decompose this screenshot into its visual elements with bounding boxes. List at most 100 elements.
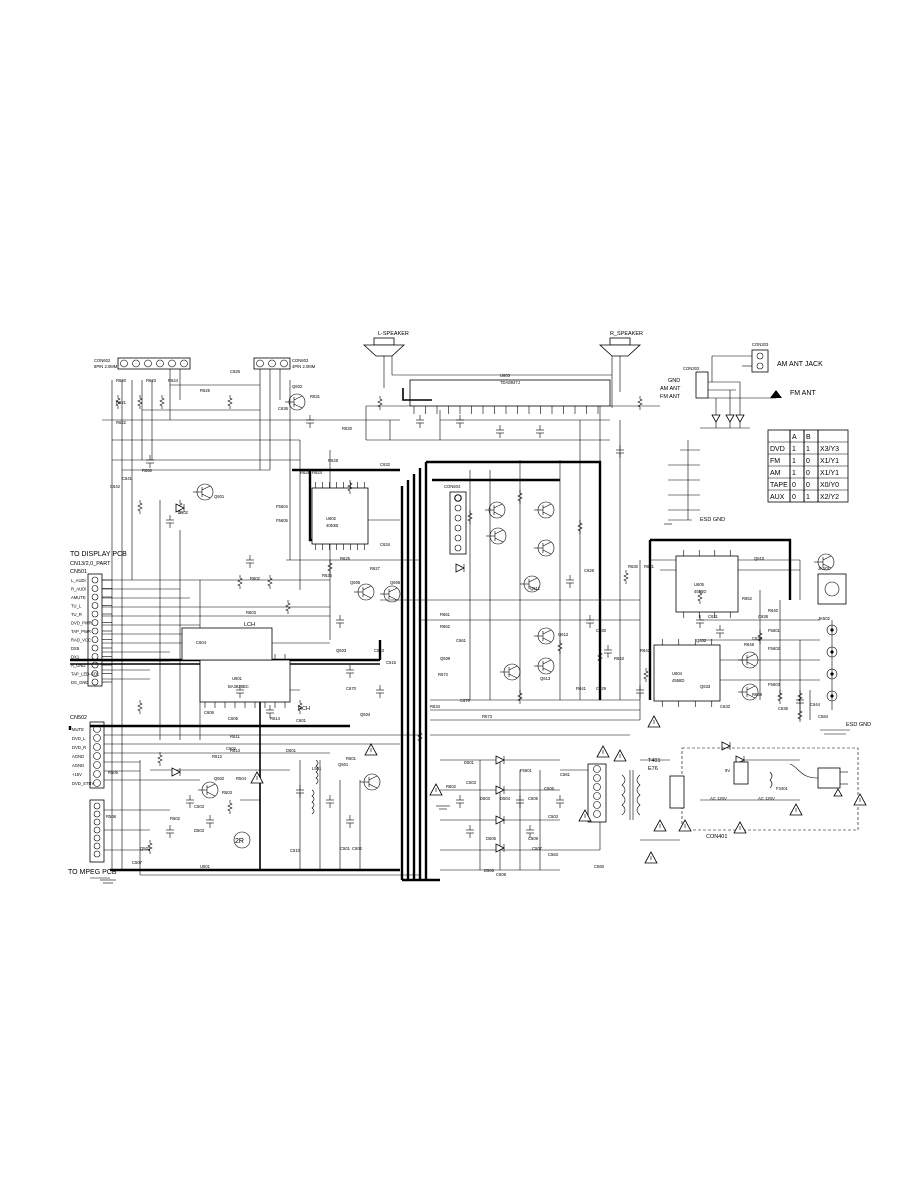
resistor-symbol <box>467 510 473 524</box>
resistor-symbol <box>137 700 143 714</box>
truth-table-cell: X3/Y3 <box>820 446 839 453</box>
component-ref-label: R625 <box>200 388 211 393</box>
resistor-symbol <box>267 575 273 589</box>
component-ref-label: Q632 <box>696 638 707 643</box>
component-ref-label: C510 <box>290 848 301 853</box>
component-ref-label: Q633 <box>700 684 711 689</box>
component-ref-label: D501 <box>464 760 475 765</box>
component-ref-label: C632 <box>380 462 391 467</box>
component-ref-label: C502 <box>352 846 363 851</box>
svg-text:CON303: CON303 <box>752 342 769 347</box>
mpeg-connector-pin-label: DVD_L <box>72 736 86 741</box>
resistor-symbol <box>517 490 523 504</box>
inductor-symbol <box>311 789 315 815</box>
component-ref-label: U501 <box>200 864 211 869</box>
component-ref-label: C584 <box>818 714 829 719</box>
resistor-symbol <box>347 480 353 494</box>
resistor-symbol <box>777 690 783 704</box>
truth-table-cell: X1/Y1 <box>820 470 839 477</box>
display-connector-pin-label: L_AUDI <box>71 578 86 583</box>
component-ref-label: Q501 <box>338 762 349 767</box>
svg-text:AC 120V: AC 120V <box>758 796 775 801</box>
component-ref-label: C641 <box>122 476 133 481</box>
truth-table-cell: DVD <box>770 446 785 453</box>
component-ref-label: Q613 <box>540 676 551 681</box>
component-ref-label: R673 <box>482 714 493 719</box>
display-connector-pin-label: TU_L <box>71 604 82 609</box>
component-ref-label: C509 <box>528 836 539 841</box>
component-ref-label: R603 <box>246 610 257 615</box>
esd-gnd-label-top: ESD GND <box>700 517 725 523</box>
diode-symbol <box>495 755 505 765</box>
diode-symbol <box>721 741 731 751</box>
svg-text:U601: U601 <box>232 676 243 681</box>
truth-table-cell: 1 <box>806 446 810 453</box>
svg-text:U603: U603 <box>500 373 511 378</box>
component-ref-label: C507 <box>532 846 543 851</box>
component-ref-label: R672 <box>438 672 449 677</box>
component-ref-label: C626 <box>230 369 241 374</box>
diode-symbol <box>495 785 505 795</box>
component-ref-label: Q602 <box>292 384 303 389</box>
svg-text:CN13/2,0_PART: CN13/2,0_PART <box>70 561 111 567</box>
component-ref-label: R631 <box>644 564 655 569</box>
component-ref-label: F5605 <box>276 518 289 523</box>
ic-2r-marker: 2R <box>233 831 251 849</box>
component-ref-label: C560 <box>594 864 605 869</box>
antenna-connector: CON302 GND AM ANT FM ANT FM ANT <box>660 366 816 429</box>
resistor-symbol <box>297 700 303 714</box>
component-ref-label: R628 <box>328 458 339 463</box>
component-ref-label: R625 <box>340 556 351 561</box>
component-ref-label: D602 <box>178 510 189 515</box>
svg-text:U604: U604 <box>672 671 683 676</box>
fm-ant-label: FM ANT <box>790 390 816 397</box>
component-ref-label: C642 <box>110 484 121 489</box>
component-ref-label: C633 <box>720 704 731 709</box>
component-ref-label: L501 <box>312 766 322 771</box>
mpeg-connector-pin-label: AGND <box>72 763 84 768</box>
resistor-symbol <box>227 395 233 409</box>
display-connector-pin-label: DS5 <box>71 646 80 651</box>
component-ref-label: R611 <box>230 734 240 739</box>
right-speaker-label: R_SPEAKER <box>610 331 643 337</box>
resistor-symbol <box>643 668 649 682</box>
truth-table-cell: 0 <box>792 482 796 489</box>
display-connector-pin-label: DS_GND <box>71 680 88 685</box>
component-ref-label: C615 <box>386 660 397 665</box>
svg-text:CN501: CN501 <box>70 569 87 575</box>
resistor-symbol <box>327 560 333 574</box>
resistor-symbol <box>147 840 153 854</box>
component-ref-label: C661 <box>456 638 467 643</box>
component-ref-label: F5601 <box>520 768 533 773</box>
svg-text:AM ANT: AM ANT <box>660 386 681 392</box>
svg-text:2R: 2R <box>235 838 244 845</box>
resistor-symbol <box>597 650 603 664</box>
component-ref-label: C631 <box>708 614 719 619</box>
component-ref-label: C605 <box>228 716 239 721</box>
resistor-symbol <box>517 690 523 704</box>
component-ref-label: D506 <box>484 868 495 873</box>
svg-text:E76: E76 <box>648 766 658 772</box>
component-ref-label: C670 <box>460 698 471 703</box>
component-ref-label: R641 <box>576 686 587 691</box>
truth-table-cell: TAPE <box>770 482 788 489</box>
svg-text:4053B: 4053B <box>326 523 338 528</box>
component-ref-label: R602 <box>250 576 261 581</box>
component-ref-label: D503 <box>480 796 491 801</box>
resistor-symbol <box>697 590 703 604</box>
svg-text:U602: U602 <box>326 516 337 521</box>
am-jack-label: AM ANT JACK <box>777 361 823 368</box>
component-ref-label: R624 <box>312 470 323 475</box>
component-ref-label: C503 <box>466 780 477 785</box>
ac-input-section: CON401 9V AC 120V AC 120V F3401 <box>669 747 859 840</box>
component-ref-label: R627 <box>370 566 381 571</box>
warning-triangles <box>250 715 867 864</box>
passive-components <box>115 395 804 854</box>
component-ref-label: C634 <box>752 636 763 641</box>
component-ref-label: C505 <box>528 796 539 801</box>
resistor-symbol <box>577 520 583 534</box>
resistor-symbol <box>137 500 143 514</box>
component-ref-label: C630 <box>596 628 607 633</box>
mpeg-connector-pin-label: AGND <box>72 754 84 759</box>
